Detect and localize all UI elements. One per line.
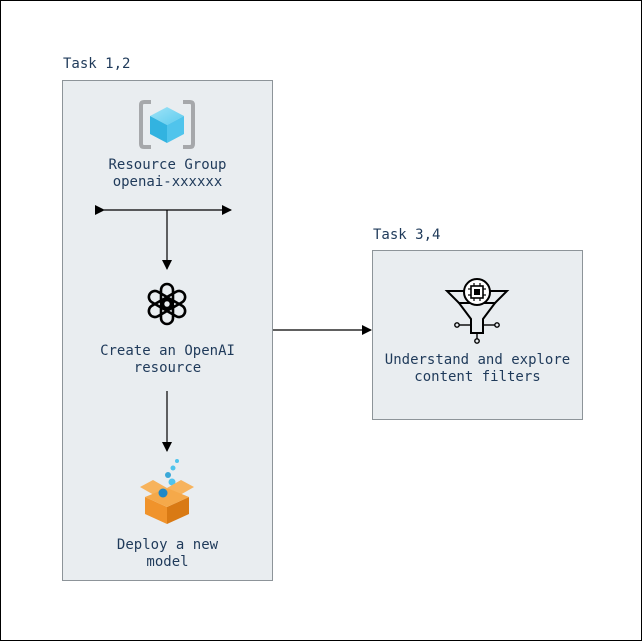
deploy-package-icon xyxy=(140,459,194,524)
task-3-4-label: Task 3,4 xyxy=(373,227,441,243)
resource-group-icon xyxy=(139,100,195,149)
resource-group-caption: Resource Group openai-xxxxxx xyxy=(62,157,273,191)
resource-group-title: Resource Group xyxy=(108,157,227,173)
content-filters-caption: Understand and explore content filters xyxy=(372,352,583,386)
deploy-caption-line2: model xyxy=(146,554,189,570)
content-filter-funnel-icon xyxy=(444,278,510,344)
deploy-caption-line1: Deploy a new xyxy=(116,537,219,553)
openai-caption-line1: Create an OpenAI xyxy=(100,343,235,359)
resource-group-name: openai-xxxxxx xyxy=(112,174,223,190)
openai-caption: Create an OpenAI resource xyxy=(62,343,273,377)
content-filters-line2: content filters xyxy=(414,369,541,385)
content-filters-line1: Understand and explore xyxy=(384,352,571,368)
deploy-caption: Deploy a new model xyxy=(62,537,273,571)
openai-logo-icon xyxy=(147,282,187,326)
task-1-2-label: Task 1,2 xyxy=(63,56,131,72)
openai-caption-line2: resource xyxy=(133,360,202,376)
